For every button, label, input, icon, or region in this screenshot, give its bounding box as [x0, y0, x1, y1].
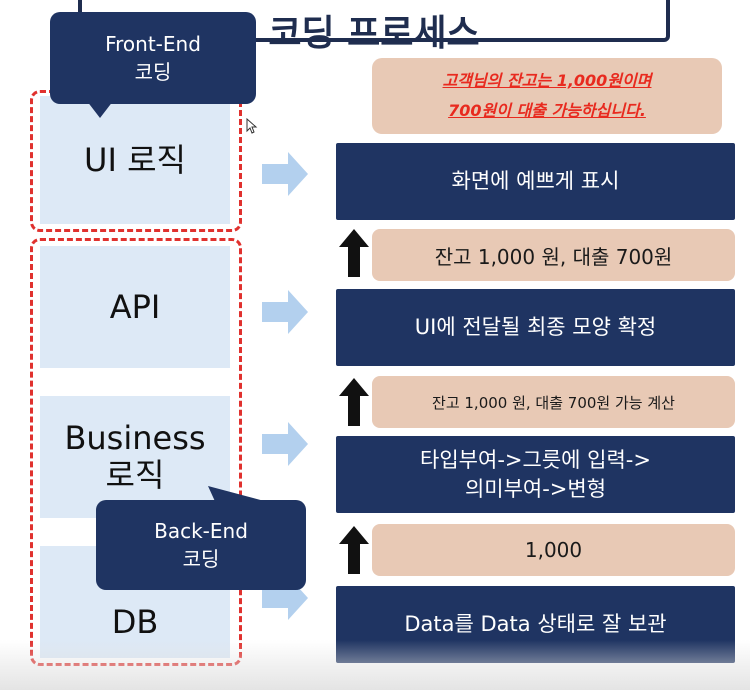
bottom-fade	[0, 640, 750, 690]
step-store-label: Data를 Data 상태로 잘 보관	[404, 612, 667, 637]
layer-ui-logic: UI 로직	[40, 96, 230, 224]
arrow-up-icon	[339, 229, 369, 277]
step-transform-label-2: 의미부여->변형	[464, 476, 607, 501]
page-title: 코딩 프로세스	[268, 13, 480, 54]
step-transform-box: 타입부여->그릇에 입력-> 의미부여->변형	[336, 436, 735, 513]
balance-message-note: 고객님의 잔고는 1,000원이며 700원이 대출 가능하십니다.	[372, 58, 722, 134]
layer-api-label: API	[109, 287, 161, 326]
back-end-callout-line-1: Back-End	[154, 519, 248, 543]
mouse-cursor-icon	[246, 118, 258, 134]
value-bottom-box: 1,000	[372, 524, 735, 576]
layer-api: API	[40, 246, 230, 368]
layer-business-label-2: 로직	[105, 456, 165, 494]
value-bottom-label: 1,000	[524, 538, 583, 562]
value-top-label: 잔고 1,000 원, 대출 700원	[434, 244, 673, 269]
back-end-callout: Back-End 코딩	[96, 500, 306, 590]
step-finalize-box: UI에 전달될 최종 모양 확정	[336, 289, 735, 366]
value-middle-box: 잔고 1,000 원, 대출 700원 가능 계산	[372, 376, 735, 428]
front-end-callout-line-2: 코딩	[134, 60, 172, 84]
step-display-label: 화면에 예쁘게 표시	[451, 169, 620, 194]
back-end-callout-line-2: 코딩	[182, 547, 220, 571]
note-line-2: 700원이 대출 가능하십니다.	[448, 101, 646, 120]
arrow-right-icon	[262, 290, 308, 334]
layer-ui-label: UI 로직	[84, 140, 186, 179]
front-end-callout: Front-End 코딩	[50, 12, 256, 104]
layer-db-label: DB	[111, 603, 159, 641]
step-transform-label-1: 타입부여->그릇에 입력->	[420, 448, 651, 473]
arrow-up-icon	[339, 378, 369, 426]
step-display-box: 화면에 예쁘게 표시	[336, 143, 735, 220]
step-finalize-label: UI에 전달될 최종 모양 확정	[414, 315, 657, 340]
back-end-group-border	[30, 238, 242, 666]
value-top-box: 잔고 1,000 원, 대출 700원	[372, 229, 735, 281]
layer-business-label-1: Business	[64, 419, 206, 458]
front-end-group-border	[30, 90, 242, 232]
value-middle-label: 잔고 1,000 원, 대출 700원 가능 계산	[432, 393, 675, 412]
front-end-callout-line-1: Front-End	[105, 32, 201, 56]
layer-business-logic: Business 로직	[40, 396, 230, 518]
arrow-right-icon	[262, 152, 308, 196]
arrow-up-icon	[339, 526, 369, 574]
arrow-right-icon	[262, 422, 308, 466]
note-line-1: 고객님의 잔고는 1,000원이며	[442, 70, 652, 90]
